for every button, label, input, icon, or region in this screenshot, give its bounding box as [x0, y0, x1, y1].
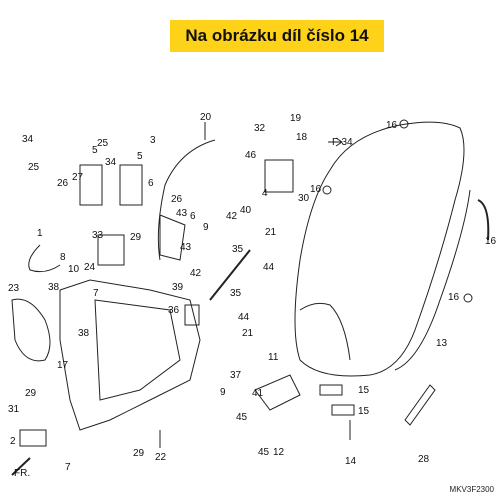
- rail-16: [477, 199, 490, 241]
- part-number-banner: Na obrázku díl číslo 14: [170, 20, 384, 52]
- callout-43b: 43: [180, 242, 192, 253]
- drawing-code: MKV3F2300: [449, 485, 494, 494]
- callout-37: 37: [230, 370, 242, 381]
- callout-29a: 29: [130, 232, 142, 243]
- callout-42b: 42: [190, 268, 202, 279]
- callout-1: 1: [37, 228, 43, 239]
- callout-6b: 6: [148, 178, 154, 189]
- callout-33: 33: [92, 230, 104, 241]
- callout-36: 36: [168, 305, 180, 316]
- callout-5a: 5: [92, 145, 98, 156]
- callout-38b: 38: [78, 328, 90, 339]
- callout-31: 31: [8, 404, 20, 415]
- callout-8: 8: [60, 252, 66, 263]
- callout-20: 20: [200, 112, 212, 123]
- callout-35a: 35: [232, 244, 244, 255]
- part-5-b: [119, 164, 143, 206]
- callout-6a: 6: [190, 211, 196, 222]
- cable-1: [28, 244, 61, 273]
- fr-label: FR.: [14, 468, 30, 479]
- tail-cover-17: [11, 298, 51, 362]
- callout-22: 22: [155, 452, 167, 463]
- callout-15b: 15: [358, 406, 370, 417]
- callout-9b: 9: [220, 387, 226, 398]
- callout-41: 41: [252, 388, 264, 399]
- grommet-16-c: [463, 293, 473, 303]
- callout-12: 12: [273, 447, 285, 458]
- callout-30: 30: [298, 193, 310, 204]
- callout-45a: 45: [236, 412, 248, 423]
- f34-arrow: [328, 137, 343, 147]
- callout-15a: 15: [358, 385, 370, 396]
- part-5-a: [79, 164, 103, 206]
- callout-5b: 5: [137, 151, 143, 162]
- callout-29c: 29: [133, 448, 145, 459]
- callout-21a: 21: [265, 227, 277, 238]
- fender-inner: [94, 299, 181, 401]
- callout-46: 46: [245, 150, 257, 161]
- callout-16c: 16: [485, 236, 497, 247]
- cable-20: [157, 139, 216, 261]
- callout-2: 2: [10, 436, 16, 447]
- callout-38a: 38: [48, 282, 60, 293]
- callout-45b: 45: [258, 447, 270, 458]
- callout-14: 14: [345, 456, 357, 467]
- band-15-b: [331, 404, 355, 416]
- callout-16b: 16: [310, 184, 322, 195]
- callout-4: 4: [262, 188, 268, 199]
- callout-44b: 44: [238, 312, 250, 323]
- callout-16d: 16: [448, 292, 460, 303]
- callout-42a: 42: [226, 211, 238, 222]
- seat-outline: [294, 121, 465, 377]
- strap-28: [404, 384, 436, 426]
- part-43: [159, 214, 186, 261]
- part-33: [97, 234, 125, 266]
- callout-34b: 34: [105, 157, 117, 168]
- callout-35b: 35: [230, 288, 242, 299]
- callout-7a: 7: [93, 288, 99, 299]
- callout-13: 13: [436, 338, 448, 349]
- callout-40: 40: [240, 205, 252, 216]
- seat-trim-13: [394, 189, 471, 371]
- callout-7b: 7: [65, 462, 71, 473]
- callout-44a: 44: [263, 262, 275, 273]
- callout-25b: 25: [28, 162, 40, 173]
- bracket-2: [19, 429, 47, 447]
- callout-11: 11: [268, 352, 279, 363]
- callout-27: 27: [72, 172, 84, 183]
- callout-39: 39: [172, 282, 184, 293]
- f34-label: F-34: [332, 137, 353, 148]
- callout-10: 10: [68, 264, 80, 275]
- callout-24: 24: [84, 262, 96, 273]
- callout-3: 3: [150, 135, 156, 146]
- callout-26a: 26: [57, 178, 69, 189]
- latch-assembly: [264, 159, 294, 193]
- strut: [209, 249, 251, 301]
- callout-34a: 34: [22, 134, 34, 145]
- callout-32: 32: [254, 123, 266, 134]
- part-36: [184, 304, 200, 326]
- grommet-16-a: [399, 119, 409, 129]
- bracket-11: [254, 374, 301, 411]
- callout-23: 23: [8, 283, 20, 294]
- seat-inner-line: [299, 302, 351, 361]
- rear-fender: [59, 279, 201, 431]
- callout-43a: 43: [176, 208, 188, 219]
- callout-29b: 29: [25, 388, 37, 399]
- callout-9a: 9: [203, 222, 209, 233]
- callout-18: 18: [296, 132, 308, 143]
- fr-arrow: [11, 457, 31, 476]
- callout-19: 19: [290, 113, 302, 124]
- callout-25a: 25: [97, 138, 109, 149]
- callout-21b: 21: [242, 328, 254, 339]
- grommet-16-b: [322, 185, 332, 195]
- callout-17: 17: [57, 360, 69, 371]
- callout-26b: 26: [171, 194, 183, 205]
- band-15-a: [319, 384, 343, 396]
- callout-16a: 16: [386, 120, 398, 131]
- callout-28: 28: [418, 454, 430, 465]
